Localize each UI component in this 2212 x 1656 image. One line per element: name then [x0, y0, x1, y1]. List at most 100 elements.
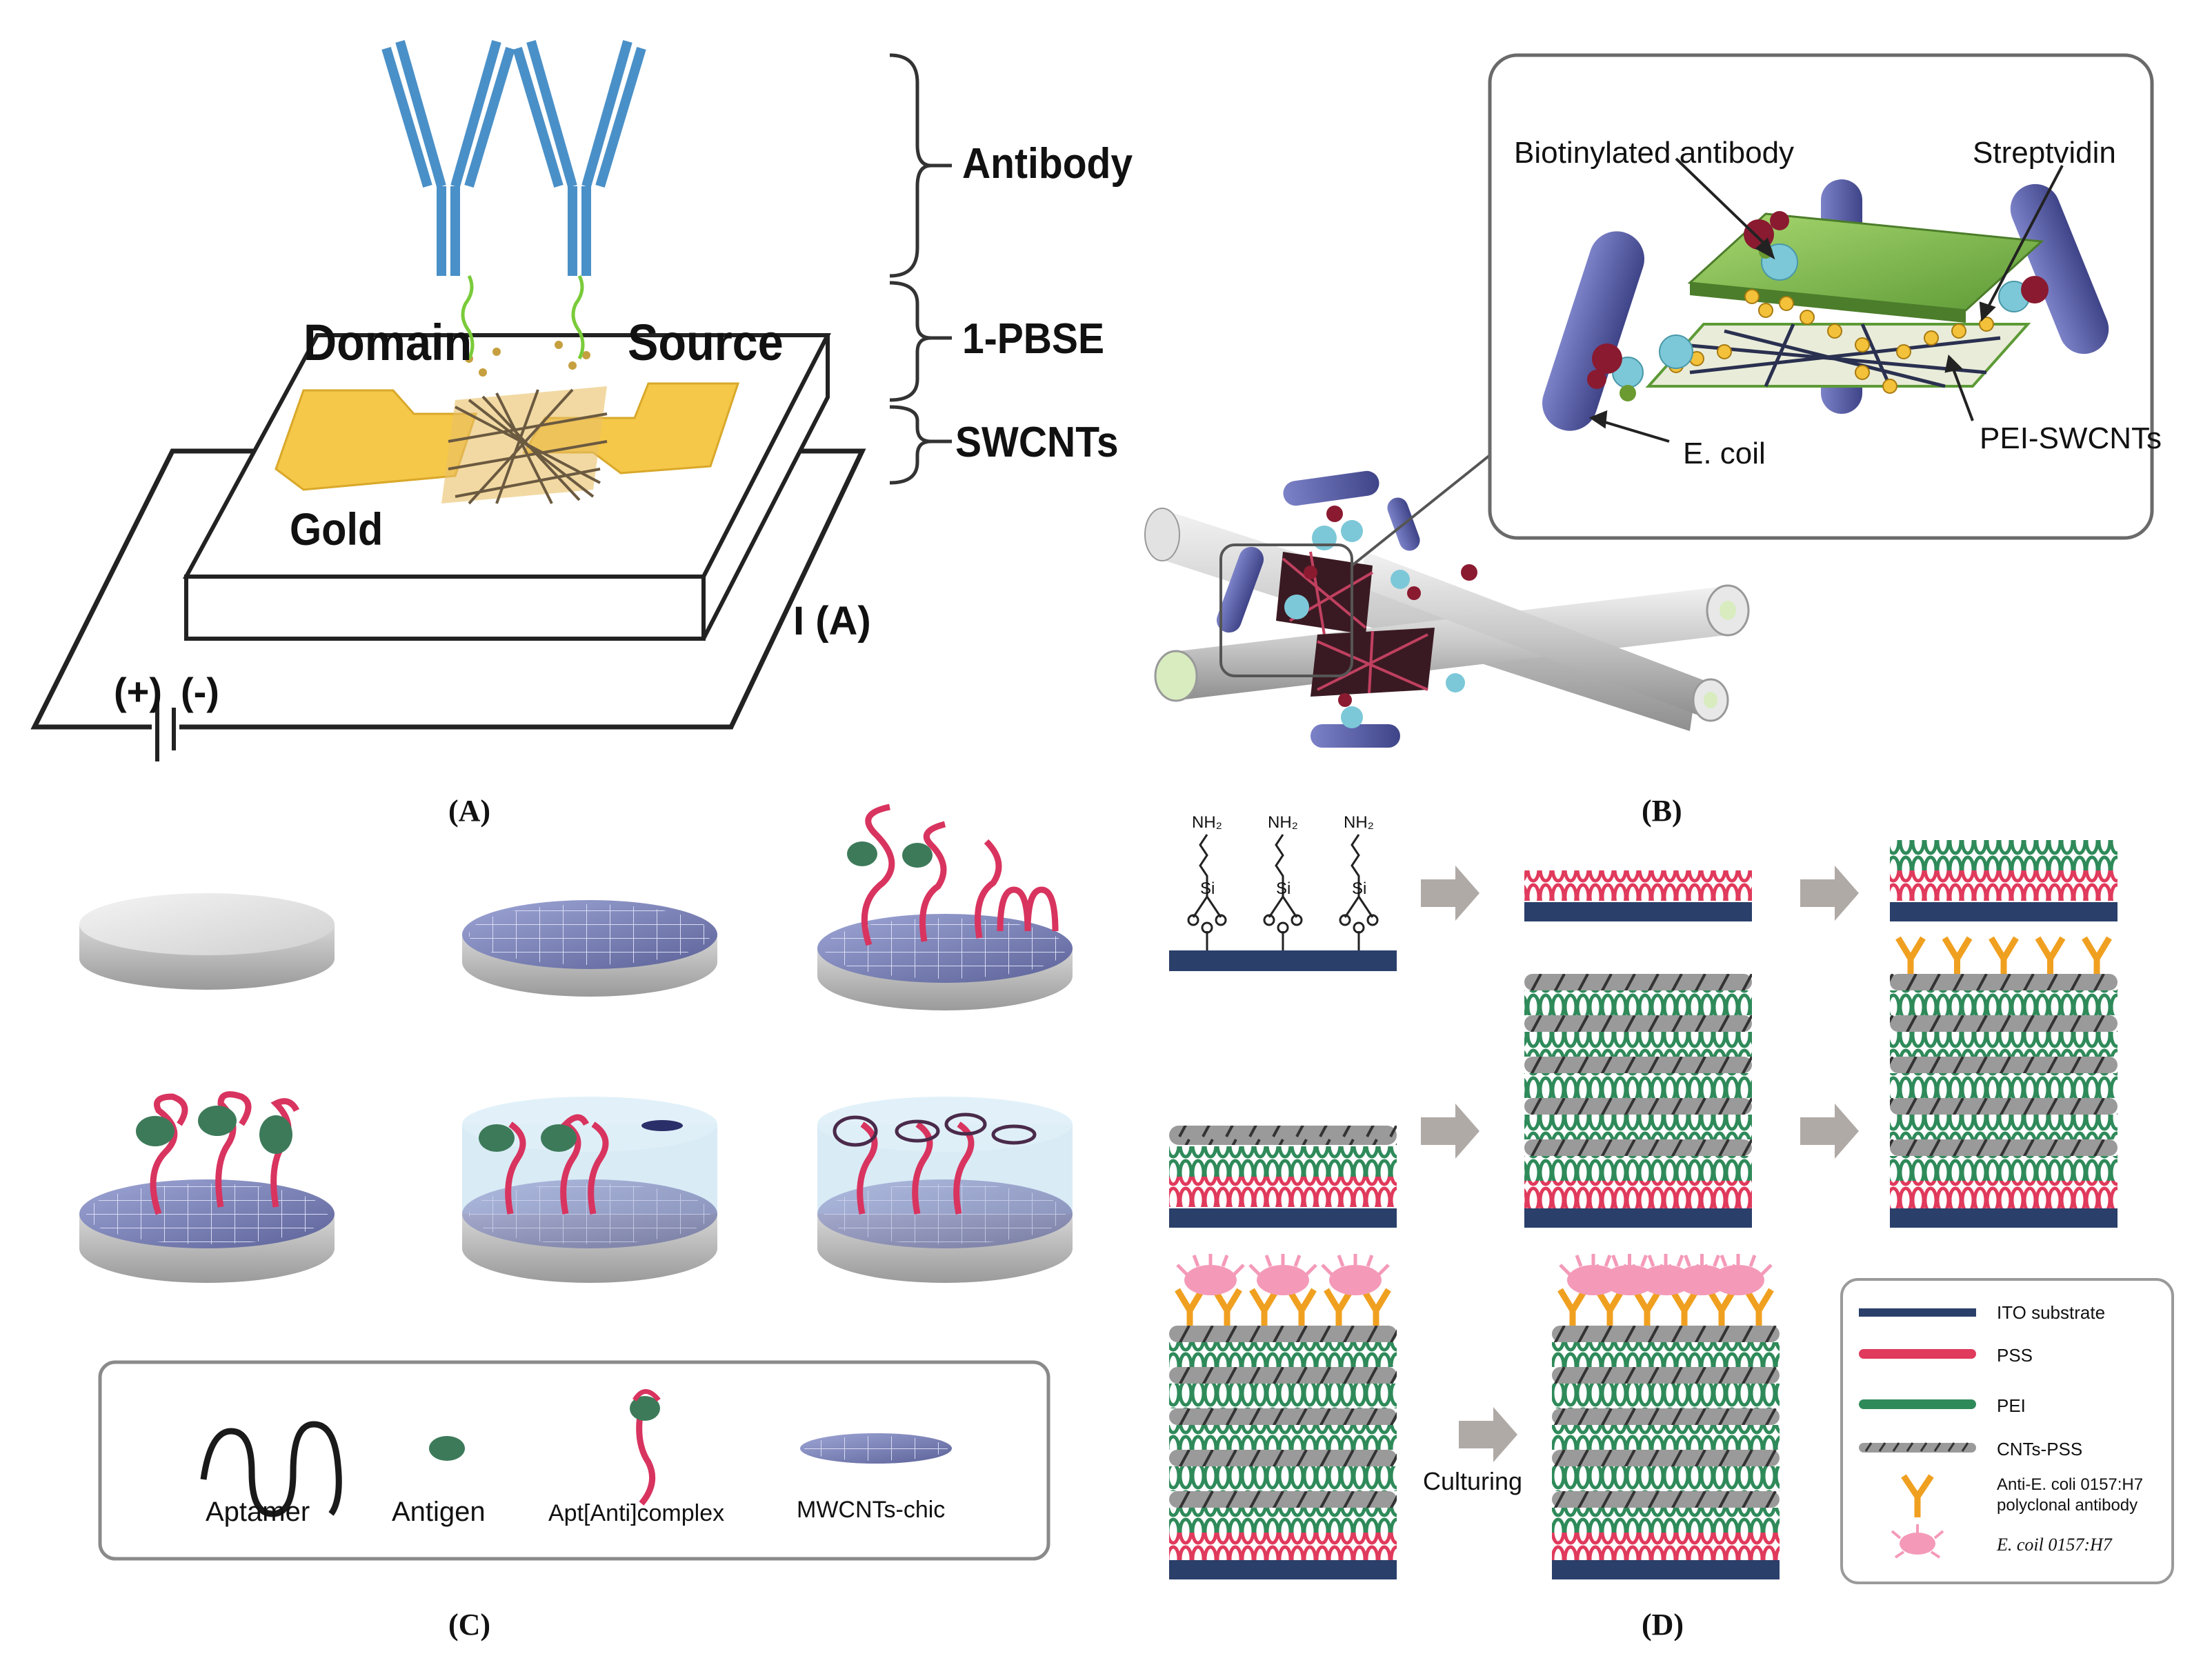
antibody-clusters-small — [1304, 506, 1477, 707]
pei-layer — [1169, 1508, 1397, 1533]
ito-layer — [1524, 1208, 1752, 1228]
pei-layer — [1890, 1115, 2118, 1139]
cnt-hatch — [1169, 1326, 1397, 1342]
ecoli-pili — [1176, 1254, 1245, 1276]
pei-layer — [1169, 1342, 1397, 1367]
disc-mwcnt — [462, 900, 717, 997]
pss-legend-swatch — [1859, 1349, 1976, 1359]
minus-label: (-) — [181, 670, 219, 713]
cnt-hatch — [1552, 1408, 1780, 1425]
ecoli-legend-label: E. coil 0157:H7 — [1996, 1535, 2113, 1555]
pei-legend-swatch — [1859, 1399, 1976, 1409]
multilayer-stack-8 — [1552, 1254, 1780, 1579]
amine-label-3: NH₂ — [1344, 813, 1374, 832]
ecoli-large-right — [2010, 183, 2109, 355]
pei-layer — [1552, 1466, 1780, 1491]
antibody-icon — [1557, 1288, 1588, 1326]
pss-legend-label: PSS — [1997, 1345, 2033, 1366]
culturing-label: Culturing — [1423, 1467, 1522, 1495]
antigen-icon — [429, 1436, 465, 1461]
pei-legend-label: PEI — [1997, 1395, 2026, 1416]
cnt-hatch — [1552, 1450, 1780, 1466]
cnt-hatch — [1890, 974, 2118, 990]
antibody-icon-right — [512, 40, 646, 276]
cnt-hatch — [1169, 1450, 1397, 1466]
brace-swcnt — [889, 405, 932, 485]
step-arrows — [1421, 866, 1859, 1462]
antibody-icon — [1175, 1288, 1205, 1326]
antibody-legend-label-2: polyclonal antibody — [1997, 1496, 2138, 1515]
ecoli-icon — [1257, 1265, 1309, 1295]
current-label: I (A) — [793, 599, 871, 644]
multilayer-stack-6 — [1890, 936, 2118, 1228]
pei-layer — [1552, 1508, 1780, 1533]
antibody-icon — [1361, 1288, 1391, 1326]
disc-aptamer — [817, 804, 1073, 1010]
chip-icon — [800, 1433, 952, 1464]
amine-substrate: NH₂ NH₂ NH₂ Si Si Si — [1169, 813, 1397, 971]
si-label-2: Si — [1276, 879, 1291, 898]
pss-layer-step — [1524, 870, 1752, 921]
multilayer-stack-5 — [1524, 974, 1752, 1228]
cnt-cylinder-lower — [1154, 584, 1750, 702]
antigen-legend-label: Antigen — [392, 1497, 486, 1527]
ecoli-pili — [1248, 1254, 1317, 1276]
pei-layer — [1890, 1032, 2118, 1057]
pei-layer — [1524, 1115, 1752, 1139]
cnt-cylinder-upper-right — [1359, 552, 1729, 722]
chip-legend-label: MWCNTs-chic — [797, 1497, 945, 1523]
inset-illustration — [1542, 179, 2109, 431]
cnt-hatch — [1169, 1408, 1397, 1425]
pei-layer — [1890, 1073, 2118, 1098]
cnt-legend-swatch — [1859, 1442, 1976, 1453]
cnt-hatch — [1552, 1367, 1780, 1384]
pei-swcnt-cluster-upper — [1276, 551, 1374, 635]
amine-label-1: NH₂ — [1192, 813, 1222, 832]
panel-d: NH₂ NH₂ NH₂ Si Si Si — [1169, 813, 2174, 1642]
brace-antibody — [889, 53, 932, 278]
pei-layer — [1524, 1156, 1752, 1181]
ecoli-icon — [1712, 1265, 1764, 1295]
pei-layer — [1524, 1073, 1752, 1098]
pei-layer — [1890, 1156, 2118, 1181]
pss-layer — [1169, 1533, 1397, 1560]
pei-layer — [1169, 1425, 1397, 1450]
cnt-hatch — [1524, 1098, 1752, 1115]
ito-layer — [1552, 1560, 1780, 1579]
panel-c: Aptamer Antigen Apt[Anti]complex MWCNTs-… — [79, 804, 1073, 1642]
complex-icon — [630, 1389, 661, 1506]
pei-layer — [1524, 990, 1752, 1015]
antibody-icon — [1744, 1288, 1774, 1326]
cnt-hatch — [1169, 1491, 1397, 1508]
streptavidin-chains — [1668, 289, 1994, 394]
antibody-icon — [1595, 1288, 1625, 1326]
pei-layer — [1552, 1342, 1780, 1367]
antibody-linker-green — [461, 275, 585, 360]
antibody-icon — [1286, 1288, 1317, 1326]
antibody-legend-label-1: Anti-E. coli 0157:H7 — [1997, 1475, 2143, 1494]
aptamer-icon — [200, 1421, 342, 1517]
plus-label: (+) — [114, 670, 162, 713]
biotinylated-antibody-label: Biotinylated antibody — [1514, 136, 1794, 170]
pei-layer — [1552, 1425, 1780, 1450]
antibody-icon — [1895, 936, 1926, 974]
ito-legend-swatch — [1859, 1308, 1976, 1317]
panel-d-label: (D) — [1642, 1608, 1684, 1642]
swcnt-label: SWCNTs — [955, 418, 1119, 466]
pss-layer — [1524, 1181, 1752, 1208]
pei-layer — [1524, 1032, 1752, 1057]
cnt-hatch — [1890, 1098, 2118, 1115]
antibody-icon — [1632, 1288, 1662, 1326]
cnt-hatch — [1552, 1326, 1780, 1342]
panel-c-label: (C) — [448, 1608, 490, 1642]
antibody-legend-icon — [1901, 1474, 1934, 1517]
source-label: Source — [628, 314, 784, 371]
panel-b: Biotinylated antibody Streptvidin E. coi… — [1144, 53, 2162, 828]
zoom-connector — [1351, 454, 1491, 567]
ito-layer — [1169, 1560, 1397, 1579]
swcnt-mesh — [441, 386, 608, 505]
antibody-icon — [1249, 1288, 1279, 1326]
pei-layer — [1169, 1466, 1397, 1491]
panel-a-label: (A) — [448, 794, 490, 828]
